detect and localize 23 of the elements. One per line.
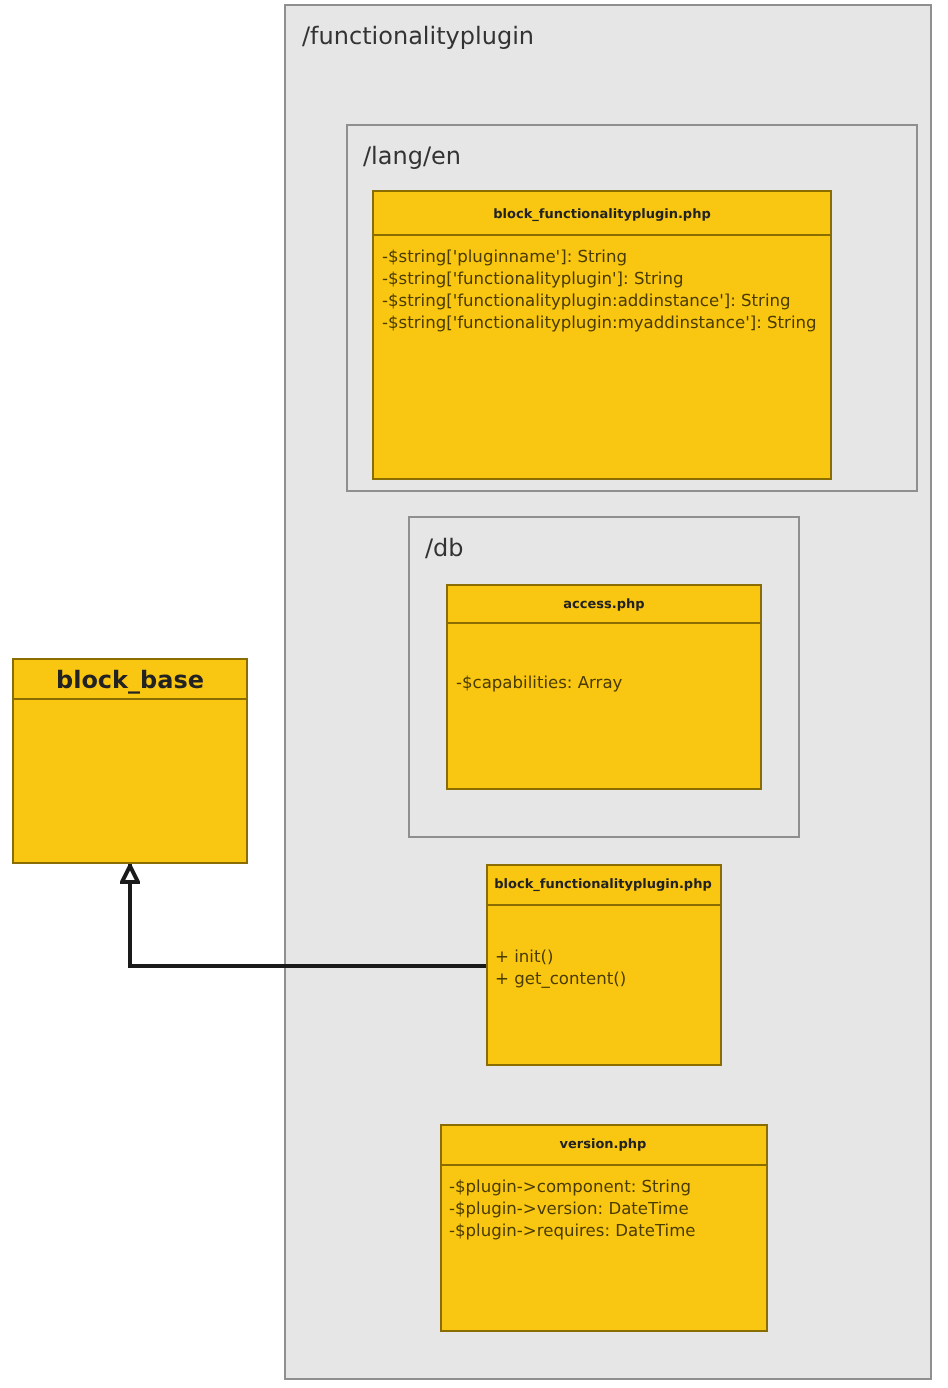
- class-member: -$capabilities: Array: [456, 672, 625, 694]
- class-member: -$string['pluginname']: String: [382, 246, 630, 268]
- class-member: + init(): [495, 945, 556, 967]
- class-name: block_base: [55, 665, 204, 693]
- class-member: + get_content(): [495, 967, 629, 989]
- folder-frame: [284, 4, 932, 1380]
- folder-frame: [345, 123, 917, 491]
- class-member: -$plugin->requires: DateTime: [449, 1219, 698, 1241]
- class-box: [446, 584, 762, 790]
- class-box: [485, 863, 721, 1065]
- class-box: [12, 658, 248, 864]
- folder-path: /db: [425, 533, 464, 561]
- class-box: [372, 190, 832, 480]
- class-member: -$string['functionalityplugin:addinstance']: String: [382, 290, 793, 312]
- folder-path: /lang/en: [363, 141, 461, 169]
- class-member: -$string['functionalityplugin']: String: [382, 268, 686, 290]
- folder-frame: [407, 515, 799, 837]
- class-box: [439, 1123, 767, 1331]
- class-member: -$plugin->component: String: [449, 1175, 694, 1197]
- class-member: -$string['functionalityplugin:myaddinstance']: String: [382, 312, 819, 334]
- inheritance-arrow: [120, 864, 486, 968]
- class-member: -$plugin->version: DateTime: [449, 1197, 691, 1219]
- folder-path: /functionalityplugin: [302, 22, 535, 50]
